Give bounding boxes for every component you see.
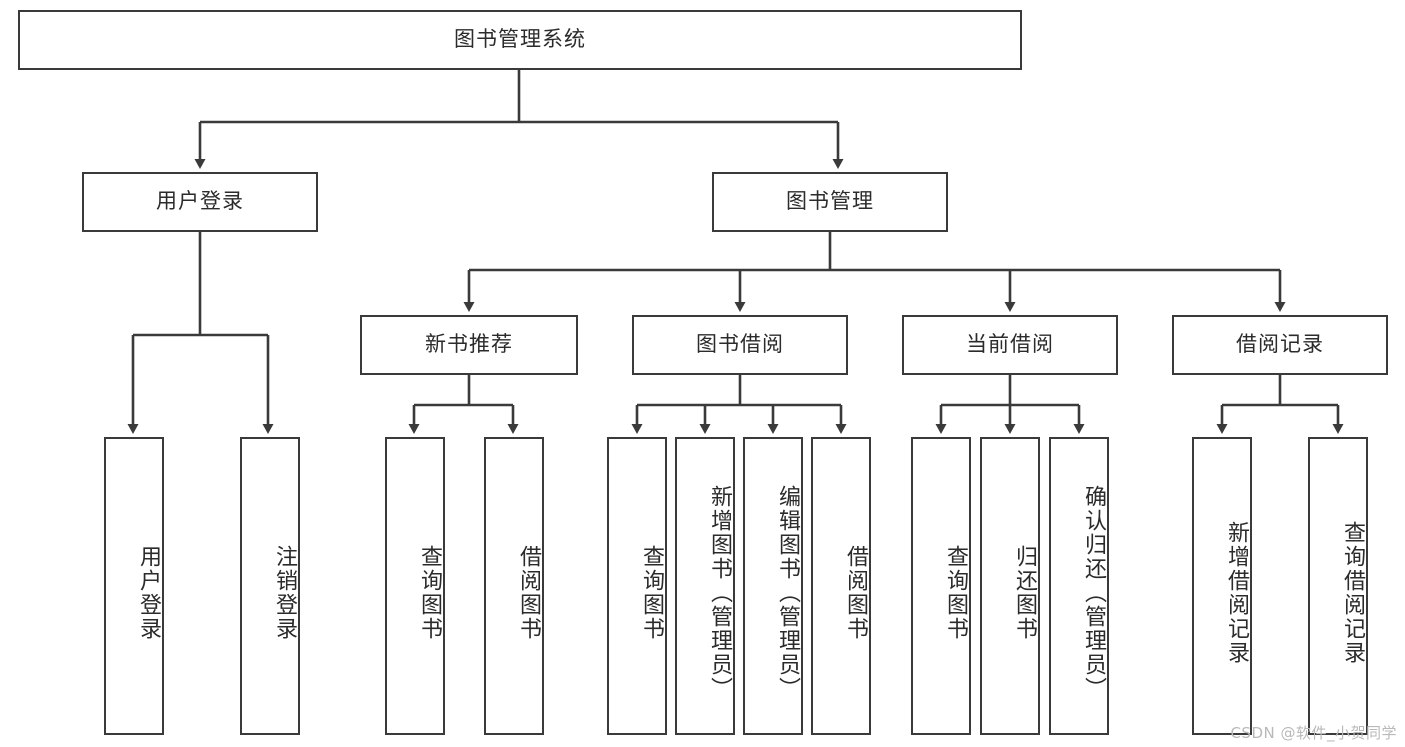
leaf-add-borrow-record[interactable]: 新增借阅记录 <box>1192 437 1252 735</box>
leaf-query-book-current-label: 查询图书 <box>943 545 968 641</box>
node-user-login[interactable]: 用户登录 <box>82 172 318 232</box>
node-book-management-label: 图书管理 <box>786 189 874 214</box>
node-current-borrow[interactable]: 当前借阅 <box>902 315 1118 375</box>
leaf-logout-login-label: 注销登录 <box>272 545 297 641</box>
leaf-user-login-label: 用户登录 <box>136 545 161 641</box>
leaf-query-book-borrow[interactable]: 查询图书 <box>607 437 667 735</box>
leaf-query-borrow-record[interactable]: 查询借阅记录 <box>1308 437 1368 735</box>
node-book-borrow[interactable]: 图书借阅 <box>632 315 848 375</box>
node-new-book-recommend[interactable]: 新书推荐 <box>360 315 578 375</box>
leaf-query-book-recommend-label: 查询图书 <box>417 545 442 641</box>
leaf-confirm-return[interactable]: 确认归还（管理员） <box>1049 437 1109 735</box>
node-new-book-recommend-label: 新书推荐 <box>425 332 513 357</box>
node-user-login-label: 用户登录 <box>156 189 244 214</box>
leaf-query-book-current[interactable]: 查询图书 <box>911 437 971 735</box>
node-book-management[interactable]: 图书管理 <box>712 172 948 232</box>
leaf-add-book-label: 新增图书（管理员） <box>707 485 732 701</box>
node-root[interactable]: 图书管理系统 <box>18 10 1022 70</box>
leaf-query-book-borrow-label: 查询图书 <box>639 545 664 641</box>
leaf-add-borrow-record-label: 新增借阅记录 <box>1224 521 1249 665</box>
leaf-query-borrow-record-label: 查询借阅记录 <box>1340 521 1365 665</box>
leaf-return-book-label: 归还图书 <box>1012 545 1037 641</box>
leaf-borrow-book[interactable]: 借阅图书 <box>811 437 871 735</box>
leaf-confirm-return-label: 确认归还（管理员） <box>1081 485 1106 701</box>
node-root-label: 图书管理系统 <box>454 27 586 52</box>
leaf-add-book[interactable]: 新增图书（管理员） <box>675 437 735 735</box>
leaf-borrow-book-recommend-label: 借阅图书 <box>516 545 541 641</box>
leaf-return-book[interactable]: 归还图书 <box>980 437 1040 735</box>
leaf-edit-book[interactable]: 编辑图书（管理员） <box>743 437 803 735</box>
leaf-edit-book-label: 编辑图书（管理员） <box>775 485 800 701</box>
node-borrow-record[interactable]: 借阅记录 <box>1172 315 1388 375</box>
node-current-borrow-label: 当前借阅 <box>966 332 1054 357</box>
leaf-logout-login[interactable]: 注销登录 <box>240 437 300 735</box>
node-borrow-record-label: 借阅记录 <box>1236 332 1324 357</box>
leaf-user-login[interactable]: 用户登录 <box>104 437 164 735</box>
leaf-query-book-recommend[interactable]: 查询图书 <box>385 437 445 735</box>
leaf-borrow-book-recommend[interactable]: 借阅图书 <box>484 437 544 735</box>
watermark: CSDN @软件_小贺同学 <box>1230 724 1397 742</box>
leaf-borrow-book-label: 借阅图书 <box>843 545 868 641</box>
node-book-borrow-label: 图书借阅 <box>696 332 784 357</box>
